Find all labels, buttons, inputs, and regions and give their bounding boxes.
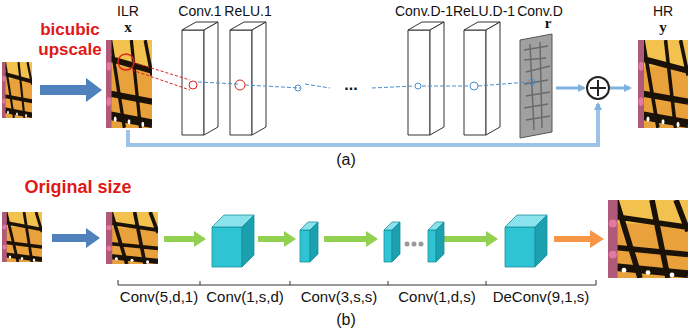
layer-label: Conv(5,d,1) bbox=[120, 288, 198, 305]
lr-image bbox=[2, 62, 32, 118]
layer-label: ReLU.1 bbox=[224, 3, 271, 19]
panel-label: (a) bbox=[336, 151, 356, 169]
ellipsis: ... bbox=[344, 76, 357, 94]
residual-image bbox=[520, 34, 552, 138]
input-arrow bbox=[52, 228, 100, 248]
deconv-arrow bbox=[554, 230, 604, 248]
layer-label: Conv(1,s,d) bbox=[206, 288, 284, 305]
layer-label: Conv.D-1 bbox=[395, 3, 453, 19]
layer-label: Conv(3,s,s) bbox=[301, 288, 378, 305]
image-label: ILR bbox=[117, 3, 139, 19]
layer-label: ReLU.D-1 bbox=[453, 3, 515, 19]
feature-map bbox=[212, 215, 547, 267]
sum-symbol bbox=[587, 77, 609, 99]
layer-label: Conv.D bbox=[517, 3, 563, 19]
annotation: Original size bbox=[24, 177, 131, 198]
variable: y bbox=[659, 19, 667, 36]
flow-arrow bbox=[610, 87, 630, 90]
hr-image bbox=[638, 40, 688, 128]
panel-label: (b) bbox=[336, 311, 356, 329]
bracket bbox=[118, 280, 596, 285]
flow-arrow bbox=[556, 87, 584, 90]
lr-image bbox=[2, 212, 42, 262]
layer-label: Conv(1,d,s) bbox=[398, 288, 476, 305]
annotation: bicubic upscale bbox=[34, 20, 106, 59]
image-label: HR bbox=[653, 3, 673, 19]
skip-connection bbox=[128, 104, 598, 145]
variable: r bbox=[545, 15, 552, 32]
lr-image bbox=[106, 212, 158, 264]
layer-label: DeConv(9,1,s) bbox=[493, 288, 590, 305]
ilr-image bbox=[106, 40, 152, 128]
upscale-arrow bbox=[40, 78, 102, 102]
hr-image bbox=[608, 200, 688, 278]
conv-layer bbox=[182, 22, 500, 135]
variable: x bbox=[124, 19, 132, 36]
layer-label: Conv.1 bbox=[178, 3, 221, 19]
